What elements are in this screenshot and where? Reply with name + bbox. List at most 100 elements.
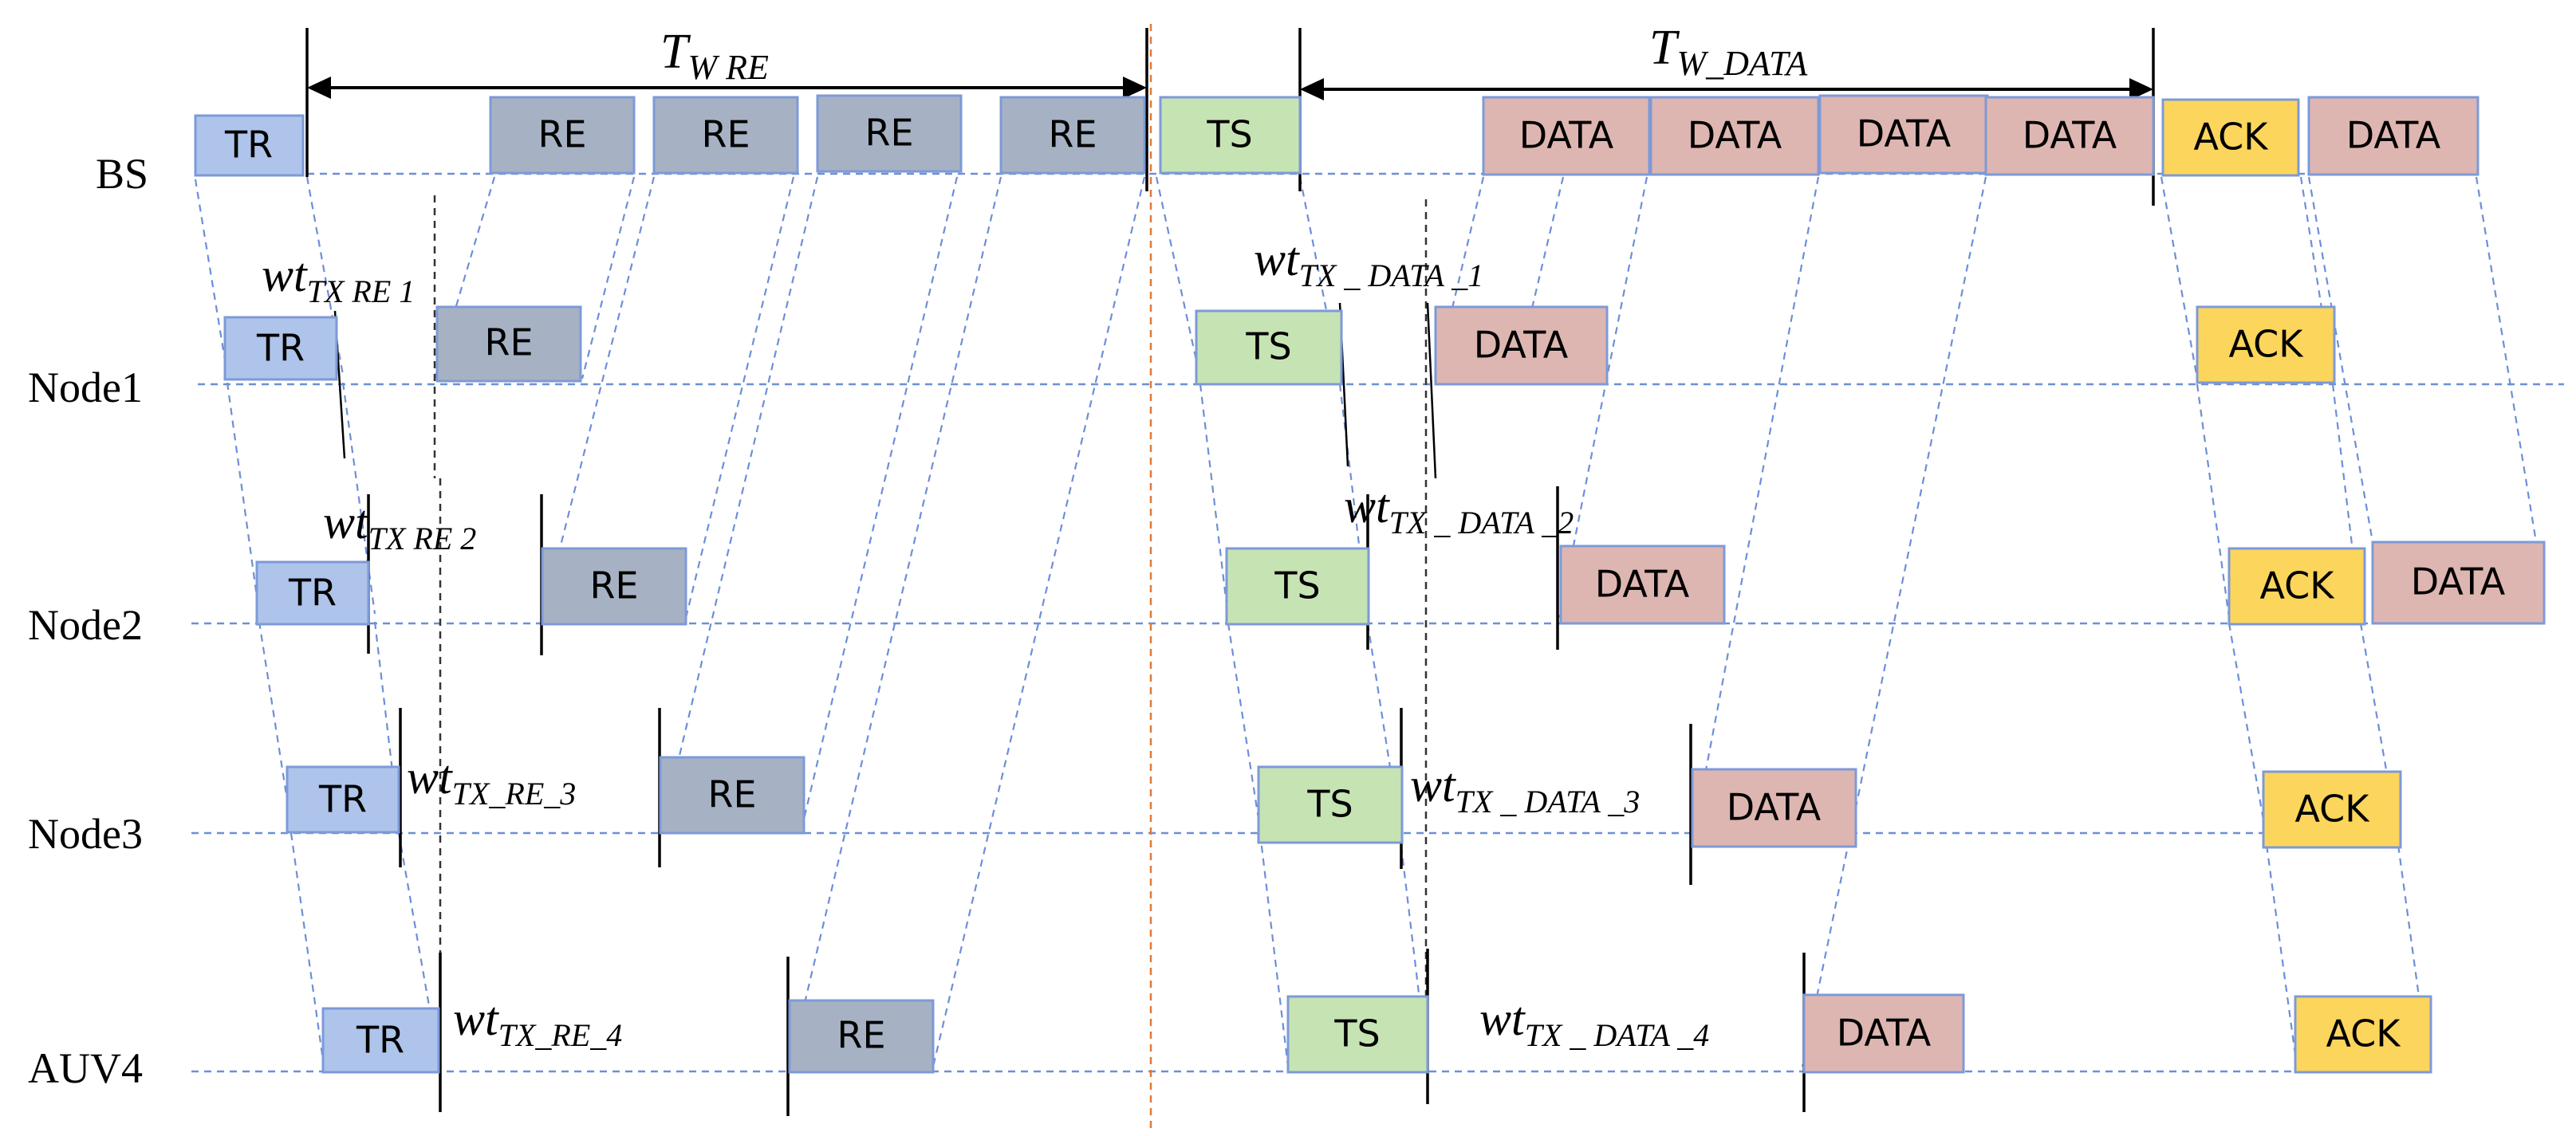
node-label-node3: Node3 (28, 810, 143, 858)
packet-label: TS (1333, 1012, 1380, 1055)
packet-label: RE (1048, 113, 1097, 156)
packet-label: RE (538, 113, 586, 156)
packet-label: TR (256, 327, 305, 370)
packet-data-bs (1818, 94, 1989, 175)
packet-label: TS (1306, 783, 1353, 826)
window-label-data: TW_DATA (1649, 21, 1808, 83)
prop-line (2160, 176, 2199, 379)
node-label-node2: Node2 (28, 601, 143, 649)
packet-tr-bs (194, 114, 305, 177)
packet-ts-node1 (1195, 309, 1343, 386)
prop-line (1227, 623, 1262, 830)
packet-label: TS (1206, 113, 1252, 156)
packet-label: DATA (1837, 1012, 1932, 1055)
packet-label: DATA (1727, 786, 1822, 829)
arrow-head-left (307, 77, 331, 99)
packet-ack-node3 (2262, 770, 2402, 849)
packet-label: DATA (2023, 114, 2117, 157)
packet-label: TS (1274, 564, 1320, 607)
packet-label: DATA (2346, 114, 2441, 157)
window-t-w-re: TW RE (305, 25, 1148, 191)
node-label-bs: BS (96, 150, 148, 198)
packet-tr-auv4 (321, 1007, 440, 1074)
packet-label: TR (288, 572, 337, 615)
packet-ts-bs (1159, 96, 1302, 175)
packet-label: RE (484, 321, 533, 364)
prop-line (1693, 176, 1820, 830)
packet-label: TR (356, 1019, 404, 1062)
wait-label-data-2: wtTX _ DATA _2 (1344, 480, 1574, 540)
packet-tr-node3 (286, 765, 400, 834)
packet-label: DATA (1519, 114, 1614, 157)
prop-line (1155, 176, 1202, 379)
packet-label: TR (224, 124, 273, 167)
prop-line (1801, 176, 1987, 1067)
prop-line (581, 176, 636, 379)
prop-line (1199, 383, 1230, 619)
prop-line (788, 176, 1002, 1067)
prop-line (684, 176, 795, 619)
packet-label: DATA (1688, 114, 1782, 157)
wait-label-data-4: wtTX _ DATA _4 (1479, 993, 1709, 1053)
prop-line (194, 179, 229, 375)
prop-line (290, 832, 325, 1061)
wait-marker (1426, 302, 1437, 479)
packet-data-auv4 (1802, 993, 1965, 1074)
prop-line (932, 176, 1146, 1067)
prop-line (433, 176, 496, 379)
prop-line (2263, 832, 2298, 1067)
node-label-node1: Node1 (28, 364, 143, 411)
packet-re-bs (816, 94, 963, 173)
wait-label-re-1: wtTX RE 1 (262, 249, 415, 309)
packet-re-node1 (435, 305, 582, 383)
packet-ts-node2 (1225, 547, 1370, 626)
packet-data-bs (1482, 96, 1651, 176)
packet-label: DATA (1595, 563, 1690, 606)
wait-markers (333, 302, 1806, 1116)
packet-label: RE (589, 564, 638, 607)
packet-label: ACK (2194, 116, 2270, 159)
packet-data-bs (1984, 96, 2155, 176)
wait-label-data-3: wtTX _ DATA _3 (1410, 759, 1640, 820)
wait-label-re-4: wtTX_RE_4 (453, 993, 622, 1053)
packet-re-bs (652, 96, 799, 175)
prop-line (226, 382, 261, 615)
wait-labels: wtTX RE 1 wtTX RE 2 wtTX_RE_3 wtTX_RE_4 … (262, 233, 1709, 1053)
packet-re-bs (489, 96, 636, 175)
node-label-auv4: AUV4 (28, 1044, 143, 1092)
prop-line (800, 176, 959, 830)
prop-line (2307, 176, 2374, 543)
packet-re-bs (999, 96, 1146, 175)
packet-tr-node2 (255, 560, 370, 626)
arrow-head-right (1123, 77, 1147, 99)
packet-ts-node3 (1257, 765, 1404, 844)
wait-label-re-3: wtTX_RE_3 (407, 751, 576, 812)
arrow-head-right (2129, 78, 2153, 100)
prop-line (258, 621, 293, 826)
packet-re-node3 (659, 756, 805, 835)
packet-re-auv4 (788, 999, 935, 1074)
wait-label-re-2: wtTX RE 2 (323, 496, 476, 556)
packet-data-bs (2307, 96, 2479, 176)
packet-label: ACK (2260, 564, 2336, 607)
window-label-re: TW RE (660, 25, 769, 87)
packet-label: DATA (1474, 324, 1569, 367)
prop-line (2196, 383, 2231, 619)
packet-data-bs (1649, 96, 1820, 176)
packets: TR RE RE RE RE TS DATA DATA DATA DATA AC… (194, 94, 2546, 1074)
prop-line (1258, 832, 1290, 1067)
packet-label: ACK (2295, 788, 2371, 831)
packet-ack-node2 (2227, 547, 2366, 626)
packet-ack-auv4 (2294, 995, 2432, 1074)
packet-label: ACK (2326, 1012, 2402, 1055)
prop-line (2475, 176, 2538, 543)
packet-ack-bs (2161, 98, 2300, 177)
packet-label: RE (707, 773, 756, 816)
packet-ack-node1 (2196, 305, 2336, 384)
packet-tr-node1 (223, 316, 338, 381)
packet-label: TS (1245, 325, 1291, 368)
packet-data-node2 (2371, 540, 2546, 625)
wait-label-data-1: wtTX _ DATA _1 (1254, 233, 1483, 293)
prop-line (2359, 623, 2398, 830)
